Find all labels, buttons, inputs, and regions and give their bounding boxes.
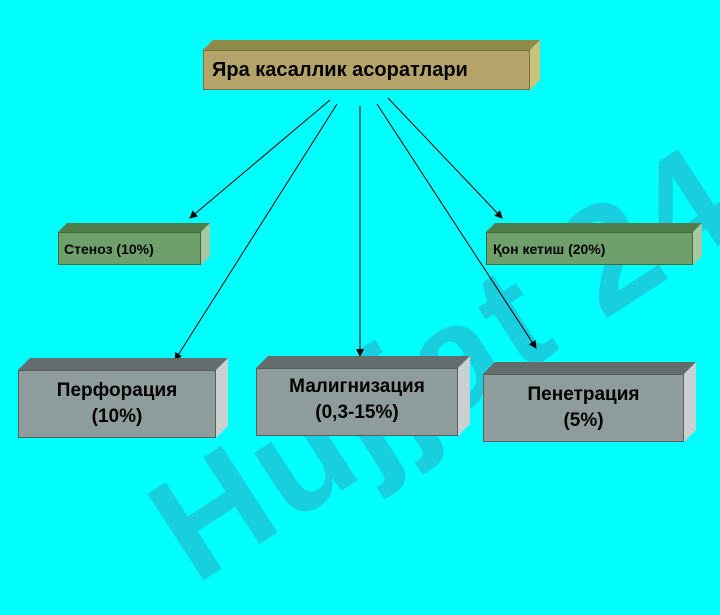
arrow-to-bleeding — [387, 97, 503, 219]
penetration-value: (5%) — [563, 410, 604, 431]
connector-arrows — [174, 97, 537, 361]
arrow-to-stenosis — [189, 99, 331, 219]
malignization-value: (0,3-15%) — [315, 402, 399, 423]
stenosis-box: Стеноз (10%) — [58, 223, 210, 265]
bleeding-box: Қон кетиш (20%) — [486, 223, 702, 265]
perforation-label: Перфорация (10%) — [18, 370, 216, 438]
arrow-to-penetration — [376, 103, 537, 349]
penetration-title: Пенетрация — [527, 384, 640, 405]
malignization-label: Малигнизация (0,3-15%) — [256, 368, 458, 436]
perforation-box: Перфорация (10%) — [18, 358, 228, 438]
diagram-canvas: Hujjat 24 Яра касаллик асоратлари Стеноз… — [18, 40, 720, 613]
bleeding-label: Қон кетиш (20%) — [486, 232, 693, 265]
root-box: Яра касаллик асоратлари — [203, 40, 540, 90]
arrow-to-perforation — [174, 103, 338, 361]
penetration-box: Пенетрация (5%) — [483, 362, 696, 442]
malignization-box: Малигнизация (0,3-15%) — [256, 356, 470, 436]
perforation-value: (10%) — [91, 406, 143, 427]
root-label: Яра касаллик асоратлари — [203, 50, 530, 90]
penetration-label: Пенетрация (5%) — [483, 374, 684, 442]
stenosis-label: Стеноз (10%) — [58, 232, 201, 265]
perforation-title: Перфорация — [56, 380, 178, 401]
malignization-title: Малигнизация — [289, 376, 425, 397]
